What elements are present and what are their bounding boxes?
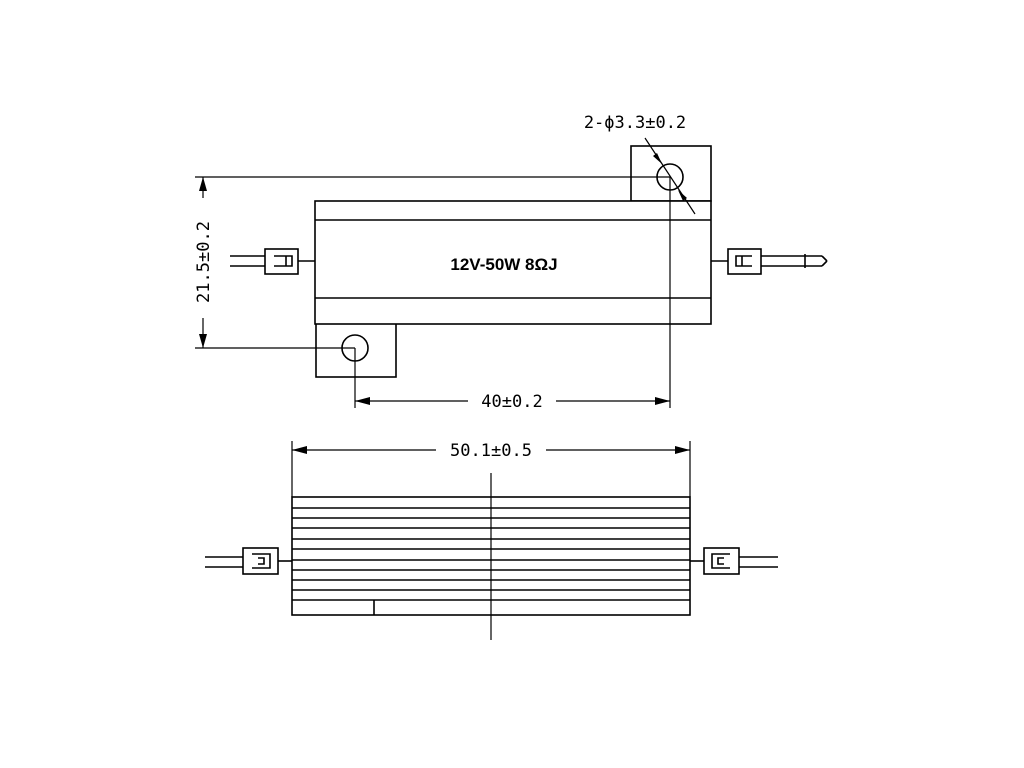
right-lead-top bbox=[711, 248, 828, 275]
left-mounting-tab bbox=[315, 321, 397, 378]
right-lead-side bbox=[690, 547, 778, 575]
left-lead-side bbox=[205, 547, 292, 575]
length-dim-label: 50.1±0.5 bbox=[450, 441, 532, 461]
hole-callout: 2-ϕ3.3±0.2 bbox=[584, 113, 686, 133]
hole-spacing-label: 40±0.2 bbox=[481, 392, 542, 412]
top-view: 12V-50W 8ΩJ 2-ϕ3.3±0.2 bbox=[190, 113, 828, 412]
resistor-label: 12V-50W 8ΩJ bbox=[450, 255, 557, 274]
left-lead-top bbox=[230, 248, 315, 275]
resistor-body-top bbox=[314, 200, 712, 325]
right-mounting-tab bbox=[630, 145, 712, 202]
height-dim-label: 21.5±0.2 bbox=[194, 221, 214, 303]
hole-callout-leader bbox=[644, 137, 696, 215]
side-view: 50.1±0.5 bbox=[205, 439, 778, 640]
